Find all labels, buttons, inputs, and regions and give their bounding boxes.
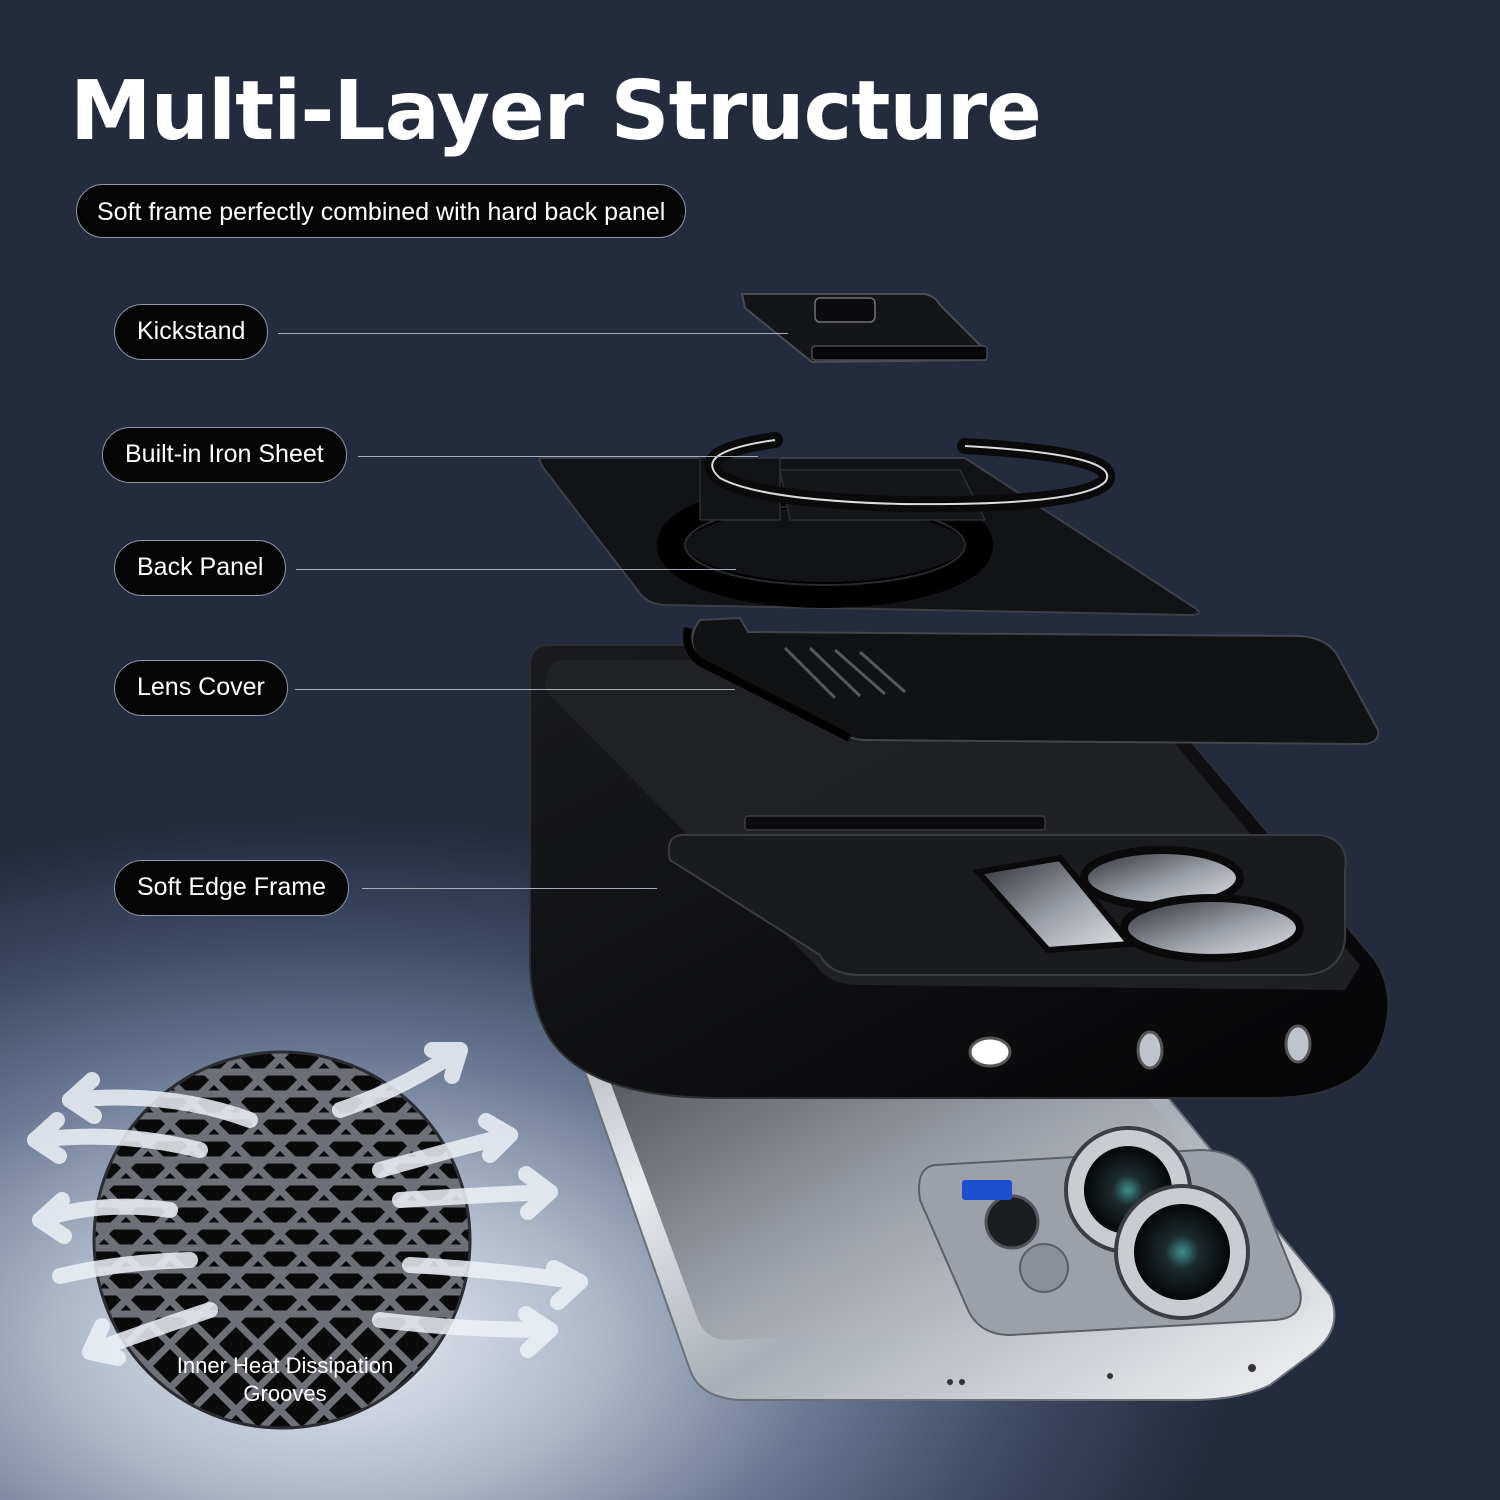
page-title: Multi-Layer Structure: [70, 64, 1042, 159]
subtitle-pill: Soft frame perfectly combined with hard …: [76, 184, 687, 238]
wide-lens-icon: [984, 1194, 1040, 1250]
label-kickstand: Kickstand: [114, 304, 269, 360]
groove-line: [219, 1052, 470, 1428]
inset-caption-line2: Grooves: [243, 1381, 327, 1406]
groove-line: [94, 1052, 470, 1428]
inset-caption: Inner Heat Dissipation Grooves: [140, 1352, 430, 1408]
inset-caption-line1: Inner Heat Dissipation: [176, 1353, 394, 1378]
iron-sheet-part: [704, 432, 1116, 513]
leader-line-lens-cover: [295, 689, 735, 690]
groove-line: [263, 1052, 470, 1428]
kickstand-part: [740, 293, 988, 364]
groove-line: [94, 1052, 470, 1428]
leader-line-kickstand: [278, 333, 788, 334]
label-back-panel: Back Panel: [114, 540, 287, 596]
groove-line: [94, 1052, 341, 1428]
groove-line: [94, 1052, 470, 1428]
label-iron-sheet: Built-in Iron Sheet: [102, 427, 347, 483]
groove-line: [0, 1000, 74, 1500]
groove-line: [131, 1052, 470, 1428]
groove-line: [0, 1000, 82, 1500]
groove-line: [0, 1000, 30, 1500]
label-lens-cover: Lens Cover: [114, 660, 288, 716]
lens-cover-part: [683, 616, 1380, 746]
leader-line-soft-edge-frame: [362, 888, 657, 889]
airflow-arrow-icon: [62, 1089, 258, 1128]
groove-line: [94, 1052, 470, 1428]
airflow-arrows: [27, 1042, 588, 1366]
groove-line: [94, 1052, 470, 1428]
flash-icon: [1019, 1243, 1069, 1293]
leader-line-iron-sheet: [358, 456, 758, 457]
back-panel-part: [538, 457, 1200, 617]
zeiss-badge-icon: [962, 1180, 1012, 1200]
leader-line-back-panel: [296, 569, 736, 570]
label-soft-edge-frame: Soft Edge Frame: [114, 860, 349, 916]
groove-line: [123, 1052, 470, 1428]
groove-line: [94, 1052, 297, 1428]
